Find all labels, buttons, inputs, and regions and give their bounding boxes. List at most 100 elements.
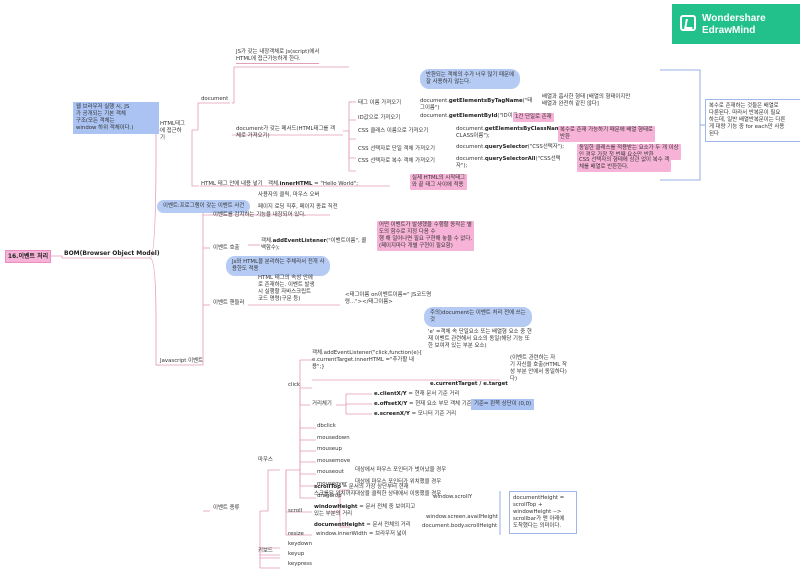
method-row-note: 배열과 흡사한 형태 [배열의 형태이지만 배열과 완전히 같진 않다] (542, 94, 631, 107)
coord-desc: = 모니터 기준 거리 (409, 411, 457, 417)
coord-item: e.clientX/Y = 현재 문서 기준 거리 (374, 391, 459, 398)
key-event-item[interactable]: keydown (288, 541, 312, 547)
code-prefix: document. (456, 144, 485, 150)
bom-node[interactable]: BOM(Browser Object Model) (64, 250, 160, 257)
mouse-event-note: 대상에 마우스 포인터가 위치했을 경우 (355, 479, 442, 485)
inner-html-node[interactable]: HTML 태그 안에 내용 넣기 (201, 181, 263, 187)
current-target-note: (이벤트 관련하는 자 기 자신을 호출(HTML 작 성 부분 안에서 동일하… (510, 355, 567, 382)
code-prefix: document. (420, 113, 449, 119)
mouse-event-item[interactable]: mousemove (317, 457, 351, 464)
click-node[interactable]: click (288, 382, 301, 388)
mouse-event-item[interactable]: mouseover (317, 481, 348, 487)
scroll-prop-name: documentHeight (314, 522, 365, 528)
scroll-prop-name: windowHeight (314, 504, 358, 510)
scroll-prop-desc: = 문서 전체 중 보여지고 있는 부분의 거리 (314, 504, 416, 517)
method-row-label[interactable]: ID값으로 가져오기 (358, 115, 401, 121)
scroll-prop-alt: window.screen.availHeight (426, 514, 498, 520)
click-listener-code: 객체.addEventListener("click,function(e){ … (312, 350, 423, 370)
root-node[interactable]: 16.이벤트 처리 (5, 250, 51, 263)
scroll-prop: documentHeight = 문서 전체의 거리 (314, 522, 411, 529)
scroll-node[interactable]: scroll (288, 508, 303, 514)
handler-note: HTML 태그의 속성 안에 로 존재하는. 이벤트 발생 시 실행할 자바스크… (258, 275, 315, 302)
method-row-note: CSS 선택자의 형태에 상관 없이 복수 객 체를 배열로 반환한다. (577, 156, 672, 172)
scroll-prop-name: scrollTop (314, 484, 341, 490)
method-row-code: document.querySelectorAll("CSS선택 자"); (456, 156, 561, 170)
many-objects-note: 반환되는 객체의 수가 너무 많기 때문에 잘 사용하지 않는다. (420, 69, 520, 89)
mouse-event-note: 대상을 클릭한 상태에서 이동했을 경우 (355, 491, 442, 497)
code-suffix: ("ID이름"); (497, 113, 525, 119)
event-handler-node[interactable]: 이벤트 핸들러 (213, 300, 245, 306)
add-listener-code: 객체.addEventListener("이벤트이름", 콜 백함수); (261, 238, 366, 252)
code-method: querySelector (484, 144, 528, 150)
brand-logo: Wondershare EdrawMind (672, 4, 800, 44)
scroll-prop-desc: = 문서 전체의 거리 (364, 522, 411, 528)
resize-node[interactable]: resize (288, 531, 304, 537)
coord-desc: = 현재 문서 기준 거리 (406, 391, 460, 397)
code-method: querySelectorAll (484, 156, 536, 162)
method-row-note: 1건 단일로 존재 (513, 113, 554, 122)
scroll-prop-alt: document.body.scrollHeight (422, 523, 498, 529)
logo-line-1: Wondershare (702, 13, 766, 24)
methods-node[interactable]: document가 갖는 메서드(HTML태그를 객 체로 가져오기) (236, 126, 336, 139)
code-prefix: 객체. (268, 181, 280, 187)
method-row-code: document.getElementById("ID이름"); (420, 113, 524, 120)
event-call-node[interactable]: 이벤트 호출 (213, 245, 240, 251)
event-example-2: 페이지 로딩 직후, 페이지 종료 직전 (258, 204, 338, 210)
scroll-formula: documentHeight = scrollTop + windowHeigh… (509, 491, 577, 534)
code-method: getElementsByClassName (484, 126, 564, 132)
coords-node[interactable]: 거리체기 (312, 401, 332, 407)
mouse-event-item[interactable]: dbclick (317, 423, 336, 429)
code-method: getElementsByTagName (448, 98, 523, 104)
scroll-prop-desc: = 문서의 가장 상단부터 현재 스크롤된 위치까지 (314, 484, 409, 497)
edrawmind-logo-icon (680, 15, 696, 31)
mouse-event-item[interactable]: mouseout (317, 469, 344, 475)
mouse-event-item[interactable]: mousedown (317, 434, 350, 441)
js-event-node[interactable]: Javascript 이벤트 (160, 358, 204, 364)
method-row-label[interactable]: CSS 선택자로 복수 객체 가져오기 (358, 158, 435, 164)
method-row-label[interactable]: CSS 선택자로 단일 객체 가져오기 (358, 146, 435, 152)
js-note: JS가 갖는 내장객체로 js(script)에서 HTML에 접근가능하게 한… (236, 49, 320, 64)
code-suffix: ("태 그이름") (420, 98, 533, 111)
method-row-code: document.getElementsByTagName("태 그이름") (420, 98, 532, 112)
method-row-label[interactable]: CSS 클래스 이름으로 가져오기 (358, 128, 429, 134)
resize-note: window.innerWidth = 브라우저 넓이 (316, 531, 407, 537)
event-example-1: 사용자의 클릭, 마우스 오버 (258, 192, 320, 198)
code-suffix: = "Hello World"; (312, 181, 359, 187)
code-suffix: ("CSS선택자"); (527, 144, 565, 150)
current-note: 주의)document는 이벤트 처리 전에 쓰는 것 (424, 307, 532, 327)
current-target: e.currentTarget / e.target (430, 381, 508, 387)
window-note: 웹 브라우저 실행 시, JS 가 공개되는 기본 객체 구조(모든 객체는 w… (73, 102, 159, 134)
method-row-note: 동일한 클래스를 적용받는 요소가 두 개 이상 인 경우 가장 첫 번째 요소… (577, 144, 681, 160)
mouse-event-item[interactable]: dragdrop (317, 493, 342, 499)
plural-note: 복수로 존재하는 것들은 배열로 다룬된다. 따라서 반복문이 필요 하는데, … (705, 99, 800, 142)
mouse-event-item[interactable]: mouseup (317, 446, 342, 452)
mouse-node[interactable]: 마우스 (258, 457, 273, 463)
document-node[interactable]: document (201, 96, 229, 102)
code-prefix: document. (420, 98, 449, 104)
method-row-note: 복수로 존재 가능하기 때문에 배열 형태로 반환 (558, 126, 655, 142)
coord-item: e.screenX/Y = 모니터 기준 거리 (374, 411, 456, 418)
logo-line-2: EdrawMind (702, 25, 756, 36)
origin-note: 기준= 왼쪽 상단이 (0,0) (471, 399, 535, 410)
inner-html-note: 실제 HTML의 시작태그 와 끝 태그 사이에 적용 (410, 174, 468, 190)
key-event-item[interactable]: keypress (288, 561, 312, 567)
code-prop: innerHTML (279, 181, 313, 187)
e-object-note: 'e' =객체 속 단일요소 또는 배열형 요소 중 현 재 이벤트 관련해서 … (428, 329, 532, 349)
scroll-prop: windowHeight = 문서 전체 중 보여지고 있는 부분의 거리 (314, 504, 415, 518)
event-kinds-node[interactable]: 이벤트 종류 (213, 505, 240, 511)
key-event-item[interactable]: keyup (288, 551, 305, 557)
code-suffix: ("이벤트이름", 콜 백함수); (261, 238, 367, 251)
coord-prop: e.offsetX/Y (374, 401, 408, 407)
code-suffix: ("CSS선택 자"); (456, 156, 561, 169)
method-row-label[interactable]: 태그 이름 가져오기 (358, 100, 402, 106)
handler-syntax: <태그이름 on이벤트이름=" JS코드명 령..."></태그이름> (345, 292, 432, 305)
listener-definition: 이벤트를 감지하는 기능을 내장되어 있다. (213, 212, 306, 218)
coord-prop: e.screenX/Y (374, 411, 410, 417)
code-prefix: 객체. (261, 238, 273, 244)
method-row-code: document.querySelector("CSS선택자"); (456, 144, 564, 151)
coord-item: e.offsetX/Y = 현재 요소 부모 객체 기준 거리 (374, 401, 483, 408)
keyboard-node[interactable]: 키보드 (258, 548, 273, 554)
html-access-node[interactable]: HTML태그 에 접근하 기 (160, 121, 185, 141)
code-prefix: document. (456, 156, 485, 162)
